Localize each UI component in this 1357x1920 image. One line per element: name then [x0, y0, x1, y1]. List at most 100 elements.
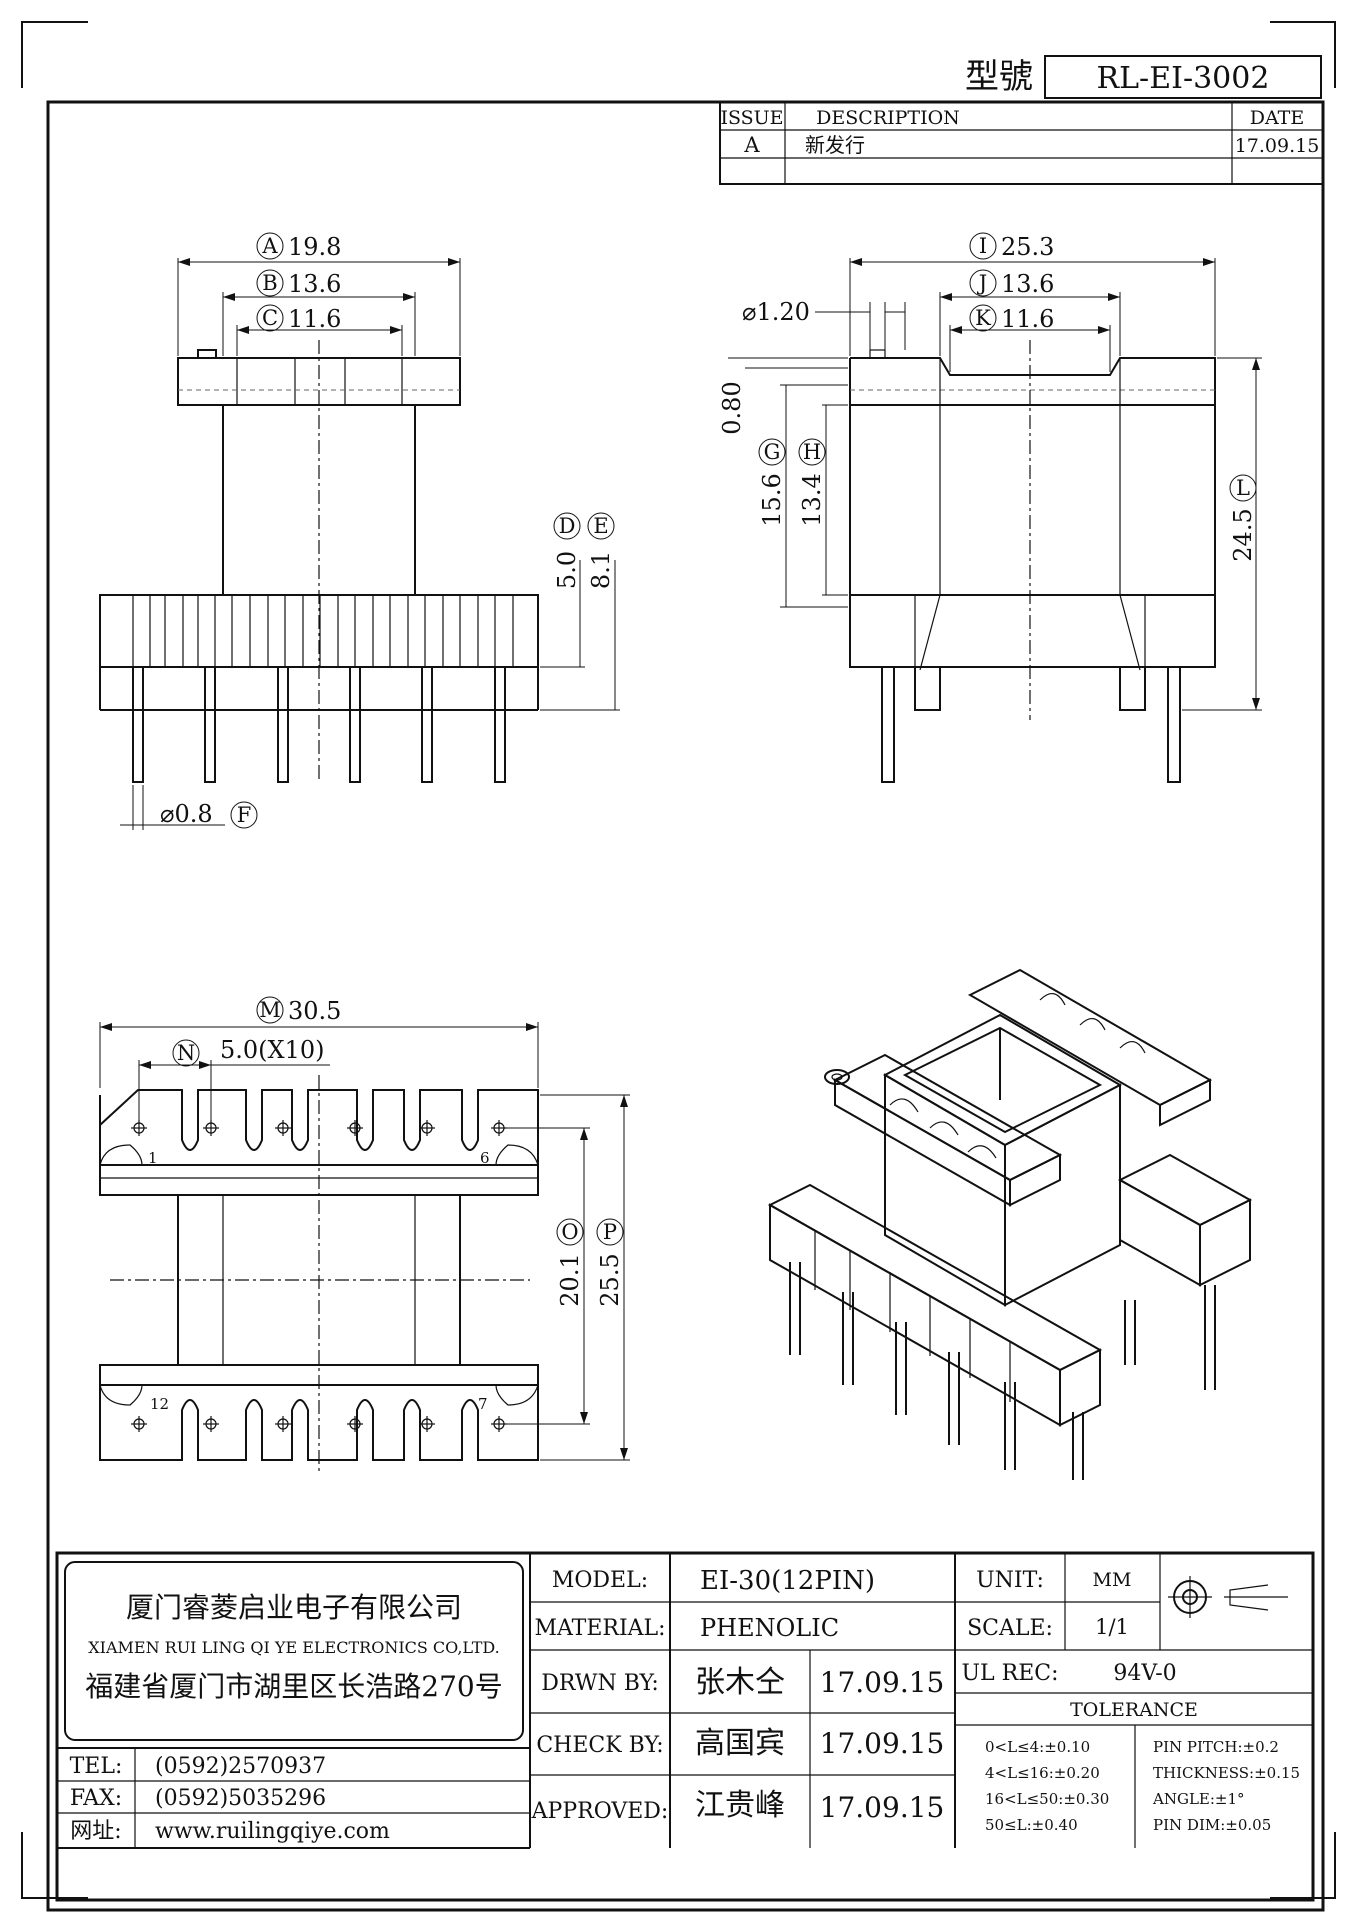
rev-row-date: 17.09.15 [1235, 135, 1320, 157]
corner-marks [21, 21, 1336, 1899]
dim-d-value: 5.0 [553, 551, 581, 589]
bottom-view-dimensions: M 30.5 N 5.0(X10) O 20.1 P 25.5 [99, 996, 630, 1461]
approved-by: 江贵峰 [695, 1788, 785, 1823]
rev-row-description: 新发行 [805, 133, 865, 157]
ul-label: UL REC: [961, 1661, 1058, 1686]
scale-value: 1/1 [1095, 1615, 1129, 1639]
company-address: 福建省厦门市湖里区长浩路270号 [85, 1670, 502, 1703]
dim-f-value: ⌀0.8 [160, 800, 213, 828]
dim-l-letter: L [1236, 476, 1250, 500]
tol-range-3: 16<L≤50:±0.30 [985, 1790, 1109, 1808]
dim-h-letter: H [803, 440, 821, 464]
dim-f-letter: F [237, 803, 252, 827]
model-value: EI-30(12PIN) [700, 1566, 875, 1596]
pin-label-12: 12 [150, 1395, 169, 1413]
drawn-label: DRWN BY: [541, 1671, 659, 1696]
dim-m-letter: M [259, 998, 281, 1022]
tolerance-title: TOLERANCE [1070, 1699, 1198, 1721]
rev-col-date: DATE [1250, 107, 1304, 129]
model-header: 型號 RL-EI-3002 [965, 55, 1322, 99]
bottom-view: 1 6 12 7 [99, 1075, 539, 1475]
pin-label-7: 7 [478, 1395, 488, 1413]
unit-label: UNIT: [976, 1568, 1044, 1593]
projection-symbol-icon [1168, 1576, 1288, 1618]
drawn-date: 17.09.15 [820, 1666, 945, 1699]
dim-k-letter: K [975, 306, 991, 330]
dim-g-letter: G [764, 440, 781, 464]
front-view [99, 340, 539, 783]
model-header-value: RL-EI-3002 [1097, 61, 1270, 96]
tol-range-1: 0<L≤4:±0.10 [985, 1738, 1090, 1756]
model-header-box [1044, 55, 1322, 99]
check-date: 17.09.15 [820, 1727, 945, 1760]
model-label: MODEL: [552, 1568, 648, 1593]
ul-value: 94V-0 [1113, 1661, 1176, 1686]
unit-value: MM [1093, 1569, 1132, 1591]
approved-label: APPROVED: [531, 1799, 669, 1824]
dim-e-value: 8.1 [587, 551, 615, 589]
tol-range-4: 50≤L:±0.40 [985, 1816, 1078, 1834]
tel-value: (0592)2570937 [155, 1754, 326, 1779]
tol-range-2: 4<L≤16:±0.20 [985, 1764, 1100, 1782]
dim-p-letter: P [603, 1220, 617, 1244]
dim-i-letter: I [979, 234, 987, 258]
revision-table: ISSUE DESCRIPTION DATE A 新发行 17.09.15 [719, 101, 1324, 185]
dim-n-value: 5.0(X10) [220, 1036, 325, 1064]
check-label: CHECK BY: [536, 1733, 663, 1758]
dim-n-letter: N [177, 1041, 195, 1065]
drawn-by: 张木仝 [695, 1665, 785, 1700]
fax-value: (0592)5035296 [155, 1786, 326, 1811]
tol-pin-dim: PIN DIM:±0.05 [1153, 1816, 1271, 1834]
pin-holes-bottom [131, 1416, 507, 1432]
fax-label: FAX: [70, 1786, 122, 1811]
dim-c-value: 11.6 [288, 305, 341, 333]
check-by: 高国宾 [695, 1726, 785, 1761]
tol-pin-pitch: PIN PITCH:±0.2 [1153, 1738, 1279, 1756]
dim-d-letter: D [559, 514, 576, 538]
company-name-cn: 厦门睿菱启业电子有限公司 [126, 1591, 462, 1624]
side-view-dimensions: I 25.3 J 13.6 K 11.6 ⌀1.20 0.80 [718, 232, 1262, 711]
dim-b-value: 13.6 [288, 270, 341, 298]
dim-j-letter: J [977, 271, 987, 295]
tol-angle: ANGLE:±1° [1152, 1790, 1245, 1808]
rev-col-description: DESCRIPTION [816, 107, 960, 129]
web-label: 网址: [70, 1819, 121, 1844]
dim-pin-hole: ⌀1.20 [742, 298, 810, 326]
dim-h-value: 13.4 [798, 473, 826, 526]
dim-e-letter: E [593, 514, 608, 538]
dim-k-value: 11.6 [1001, 305, 1054, 333]
side-view [849, 340, 1216, 783]
pin-label-6: 6 [480, 1149, 490, 1167]
material-label: MATERIAL: [534, 1616, 665, 1641]
dim-b-letter: B [262, 271, 277, 295]
model-header-label: 型號 [965, 57, 1033, 97]
isometric-view [767, 968, 1253, 1480]
dim-flange: 0.80 [718, 381, 746, 434]
dim-l-value: 24.5 [1229, 508, 1257, 561]
pin-holes-top [131, 1120, 507, 1136]
dim-o-letter: O [561, 1220, 578, 1244]
iso-pins [789, 1262, 1216, 1480]
tol-thickness: THICKNESS:±0.15 [1153, 1764, 1300, 1782]
dim-o-value: 20.1 [556, 1253, 584, 1306]
drawing-frame [46, 100, 1325, 1912]
company-name-en: XIAMEN RUI LING QI YE ELECTRONICS CO,LTD… [88, 1638, 500, 1657]
pin-label-1: 1 [148, 1149, 158, 1167]
approved-date: 17.09.15 [820, 1791, 945, 1824]
front-view-dimensions: A 19.8 B 13.6 C 11.6 D 5.0 E 8.1 [120, 232, 620, 830]
dim-g-value: 15.6 [758, 473, 786, 526]
material-value: PHENOLIC [700, 1614, 839, 1642]
rev-row-issue: A [743, 133, 760, 157]
web-value: www.ruilingqiye.com [155, 1819, 390, 1844]
tel-label: TEL: [70, 1754, 123, 1779]
dim-p-value: 25.5 [596, 1253, 624, 1306]
scale-label: SCALE: [967, 1616, 1053, 1641]
dim-m-value: 30.5 [288, 997, 341, 1025]
dim-i-value: 25.3 [1001, 233, 1054, 261]
title-block: 厦门睿菱启业电子有限公司 XIAMEN RUI LING QI YE ELECT… [55, 1551, 1315, 1902]
dim-j-value: 13.6 [1001, 270, 1054, 298]
dim-a-letter: A [261, 234, 278, 258]
dim-a-value: 19.8 [288, 233, 341, 261]
dim-c-letter: C [262, 306, 278, 330]
